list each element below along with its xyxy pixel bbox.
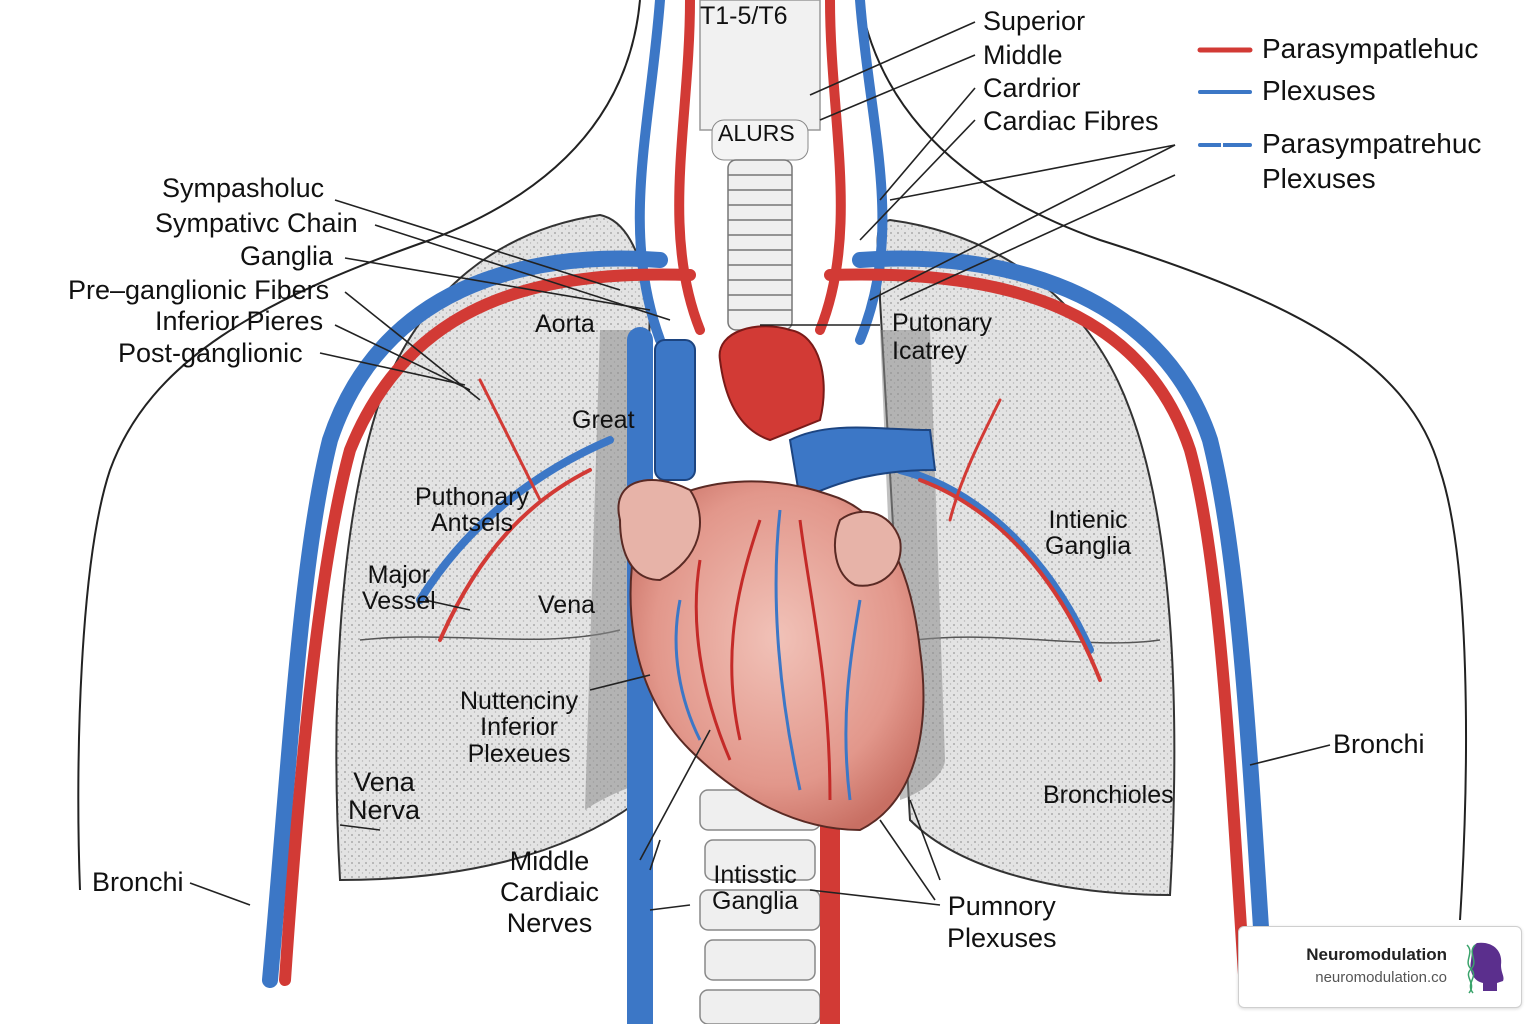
label-nuttenciny: Nuttenciny Inferior Plexeues (460, 687, 579, 768)
label-aorta: Aorta (535, 310, 595, 338)
body-outline (77, 0, 1467, 921)
brand-site: neuromodulation.co (1315, 969, 1447, 986)
label-bronchi-left: Bronchi (92, 867, 184, 897)
label-intienic-ganglia: Intienic Ganglia (1045, 506, 1132, 561)
legend-swatches (1197, 47, 1253, 151)
label-alurs: ALURS (718, 120, 795, 146)
vessels (262, 0, 1273, 1024)
label-bronchioles: Bronchioles (1043, 781, 1174, 809)
label-middle-cardiaic: Middle Cardiaic Nerves (500, 846, 600, 939)
brand-badge: Neuromodulation neuromodulation.co (1238, 926, 1522, 1008)
label-superior: Superior (983, 6, 1086, 36)
label-pre-ganglionic: Pre–ganglionic Fibers (68, 275, 330, 305)
label-middle: Middle (983, 40, 1063, 70)
label-sympativc-chain: Sympativc Chain (155, 208, 358, 238)
label-major-vessel: Major Vessel (362, 561, 436, 616)
label-top-vertebra: T1-5/T6 (700, 2, 788, 30)
label-putonary-icatrey: Putonary Icatrey (892, 309, 993, 365)
brand-name: Neuromodulation (1306, 945, 1447, 964)
legend-item-3: Parasympatrehuc Plexuses (1262, 128, 1482, 194)
label-vena-mid: Vena (538, 591, 596, 619)
label-bronchi-right: Bronchi (1333, 729, 1425, 759)
brand-logo-icon (1466, 942, 1504, 994)
label-intisstic-ganglia: Intisstic Ganglia (712, 861, 799, 916)
label-cardrior: Cardrior (983, 73, 1081, 103)
label-puthonary-antsels: Puthonary Antsels (415, 483, 529, 538)
label-great: Great (572, 406, 635, 434)
label-vena-nerva: Vena Nerva (348, 767, 421, 826)
leader-lines (189, 21, 1331, 911)
label-inferior-pieres: Inferior Pieres (155, 306, 324, 336)
label-cardiac-fibres: Cardiac Fibres (983, 106, 1159, 136)
label-sympasholuc: Sympasholuc (162, 173, 325, 203)
legend-item-2: Plexuses (1262, 75, 1376, 106)
label-pumnory-plexuses: Pumnory Plexuses (947, 891, 1057, 954)
legend-item-1: Parasympatlehuc (1262, 33, 1479, 64)
label-post-ganglionic: Post-ganglionic (118, 338, 303, 368)
label-ganglia: Ganglia (240, 241, 334, 271)
